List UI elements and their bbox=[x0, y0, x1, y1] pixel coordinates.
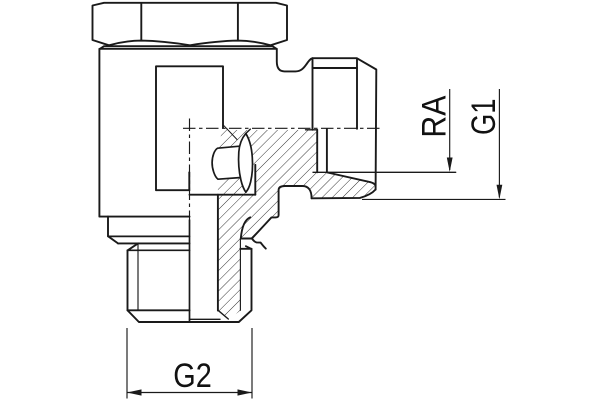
svg-text:RA: RA bbox=[416, 96, 454, 138]
svg-text:G2: G2 bbox=[173, 357, 212, 395]
svg-text:G1: G1 bbox=[465, 99, 503, 136]
